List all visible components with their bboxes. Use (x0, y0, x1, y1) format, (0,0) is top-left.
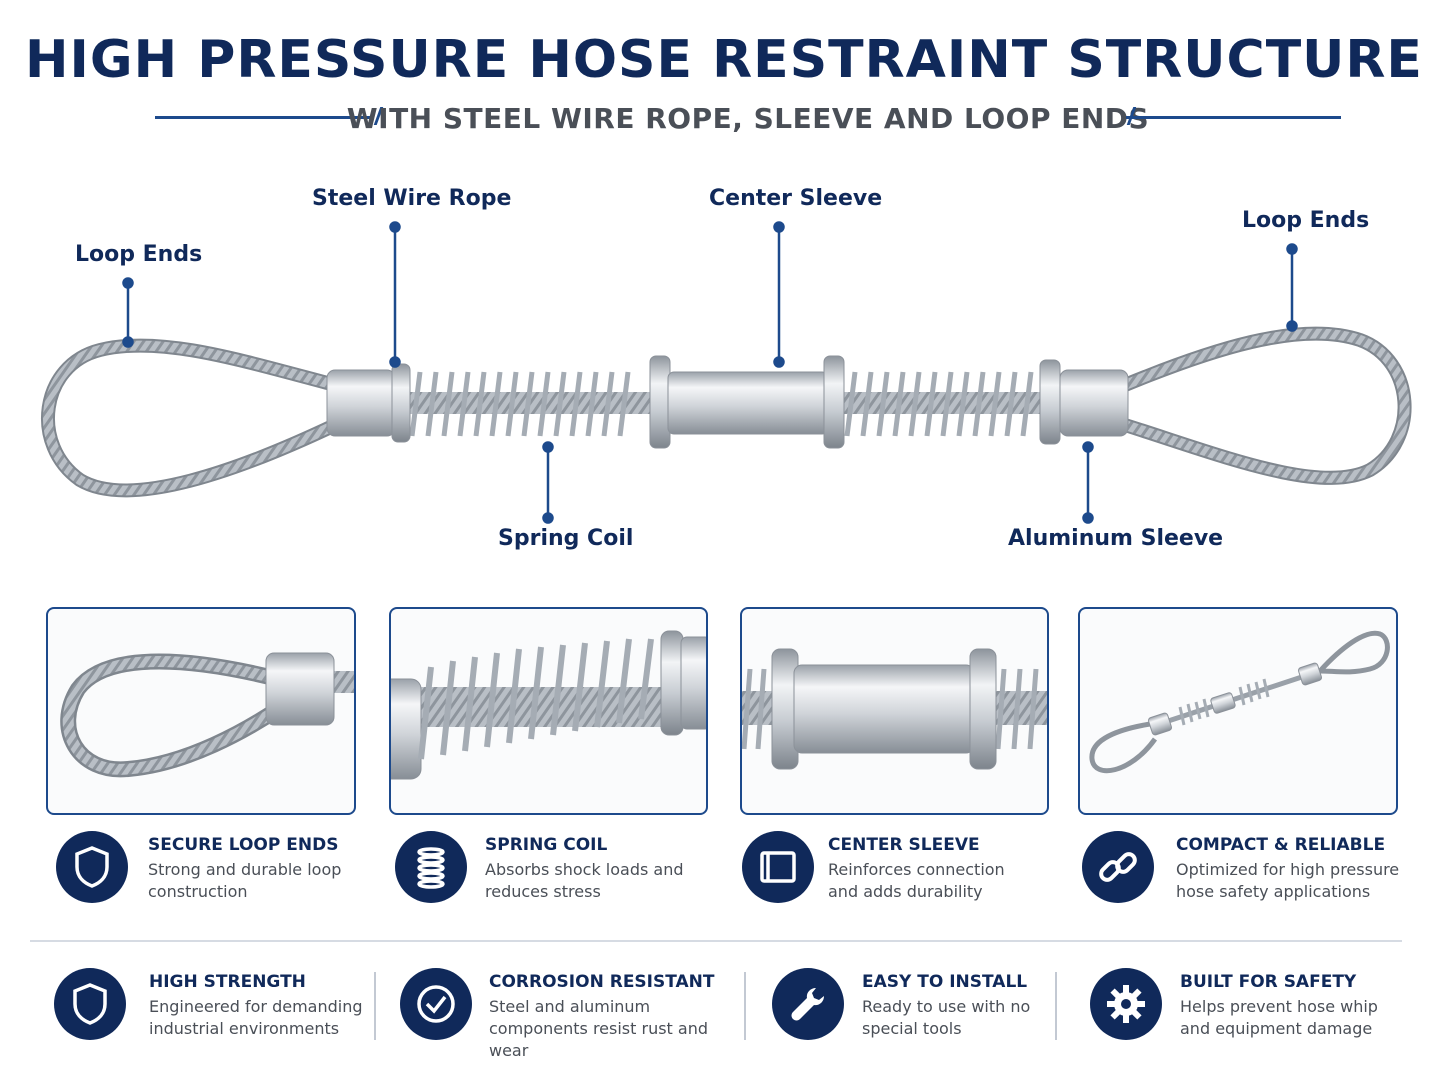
spring-icon (395, 831, 467, 903)
feature-center-sleeve: CENTER SLEEVE Reinforces connection and … (742, 831, 1042, 911)
feature-corrosion-resistant: CORROSION RESISTANT Steel and aluminum c… (400, 968, 740, 1060)
feature-compact-reliable: COMPACT & RELIABLE Optimized for high pr… (1082, 831, 1412, 911)
feature-description: Steel and aluminum components resist rus… (489, 997, 708, 1060)
shield-icon (54, 968, 126, 1040)
feature-easy-to-install: EASY TO INSTALL Ready to use with no spe… (772, 968, 1052, 1048)
feature-title: EASY TO INSTALL (862, 972, 1028, 992)
left-loop-end (41, 338, 338, 498)
detail-panel-spring-coil (389, 607, 708, 815)
left-aluminum-sleeve (326, 369, 396, 437)
feature-description: Helps prevent hose whip and equipment da… (1180, 997, 1378, 1038)
feature-title: SPRING COIL (485, 835, 608, 855)
feature-spring-coil: SPRING COIL Absorbs shock loads and redu… (395, 831, 695, 911)
callout-steel-wire-rope: Steel Wire Rope (312, 186, 512, 211)
callout-aluminum-sleeve: Aluminum Sleeve (1008, 526, 1224, 551)
feature-title: COMPACT & RELIABLE (1176, 835, 1386, 855)
full-assembly-image (1089, 630, 1390, 774)
right-washer (1039, 359, 1061, 445)
shield-icon (56, 831, 128, 903)
check-badge-icon (400, 968, 472, 1040)
detail-panel-loop-end (46, 607, 356, 815)
feature-title: HIGH STRENGTH (149, 972, 306, 992)
callout-center-sleeve: Center Sleeve (709, 186, 883, 211)
center-sleeve-closeup-image (742, 648, 1047, 770)
detail-panel-full-assembly (1078, 607, 1398, 815)
left-spring-coil (409, 371, 631, 437)
callout-loop-ends-left: Loop Ends (75, 242, 203, 267)
subtitle-row: WITH STEEL WIRE ROPE, SLEEVE AND LOOP EN… (155, 100, 1341, 140)
page-subtitle: WITH STEEL WIRE ROPE, SLEEVE AND LOOP EN… (346, 102, 1150, 135)
hose-restraint-diagram (41, 221, 1412, 524)
section-divider (30, 940, 1402, 942)
callout-loop-ends-right: Loop Ends (1242, 208, 1370, 233)
link-icon (1082, 831, 1154, 903)
detail-panel-center-sleeve (740, 607, 1049, 815)
spring-coil-closeup-image (391, 630, 706, 780)
feature-description: Ready to use with no special tools (862, 997, 1031, 1038)
feature-separator (374, 972, 376, 1040)
page-title: HIGH PRESSURE HOSE RESTRAINT STRUCTURE (25, 30, 1423, 90)
feature-description: Optimized for high pressure hose safety … (1176, 860, 1400, 901)
feature-description: Strong and durable loop construction (148, 860, 342, 901)
gear-icon (1090, 968, 1162, 1040)
feature-title: CORROSION RESISTANT (489, 972, 715, 992)
feature-title: CENTER SLEEVE (828, 835, 980, 855)
right-spring-coil (844, 371, 1034, 437)
sleeve-icon (742, 831, 814, 903)
feature-title: BUILT FOR SAFETY (1180, 972, 1357, 992)
feature-built-for-safety: BUILT FOR SAFETY Helps prevent hose whip… (1090, 968, 1410, 1048)
subtitle-divider-right (1126, 116, 1341, 119)
feature-separator (744, 972, 746, 1040)
wrench-icon (772, 968, 844, 1040)
feature-description: Absorbs shock loads and reduces stress (485, 860, 684, 901)
feature-separator (1055, 972, 1057, 1040)
right-loop-end (1122, 326, 1412, 485)
right-aluminum-sleeve (1059, 369, 1129, 437)
feature-title: SECURE LOOP ENDS (148, 835, 339, 855)
feature-description: Reinforces connection and adds durabilit… (828, 860, 1005, 901)
feature-high-strength: HIGH STRENGTH Engineered for demanding i… (54, 968, 374, 1048)
callout-spring-coil: Spring Coil (498, 526, 634, 551)
left-washer (391, 363, 411, 443)
loop-end-closeup-image (60, 652, 354, 778)
feature-secure-loop-ends: SECURE LOOP ENDS Strong and durable loop… (56, 831, 356, 911)
feature-description: Engineered for demanding industrial envi… (149, 997, 363, 1038)
center-sleeve (667, 371, 829, 435)
subtitle-divider-left (155, 116, 370, 119)
